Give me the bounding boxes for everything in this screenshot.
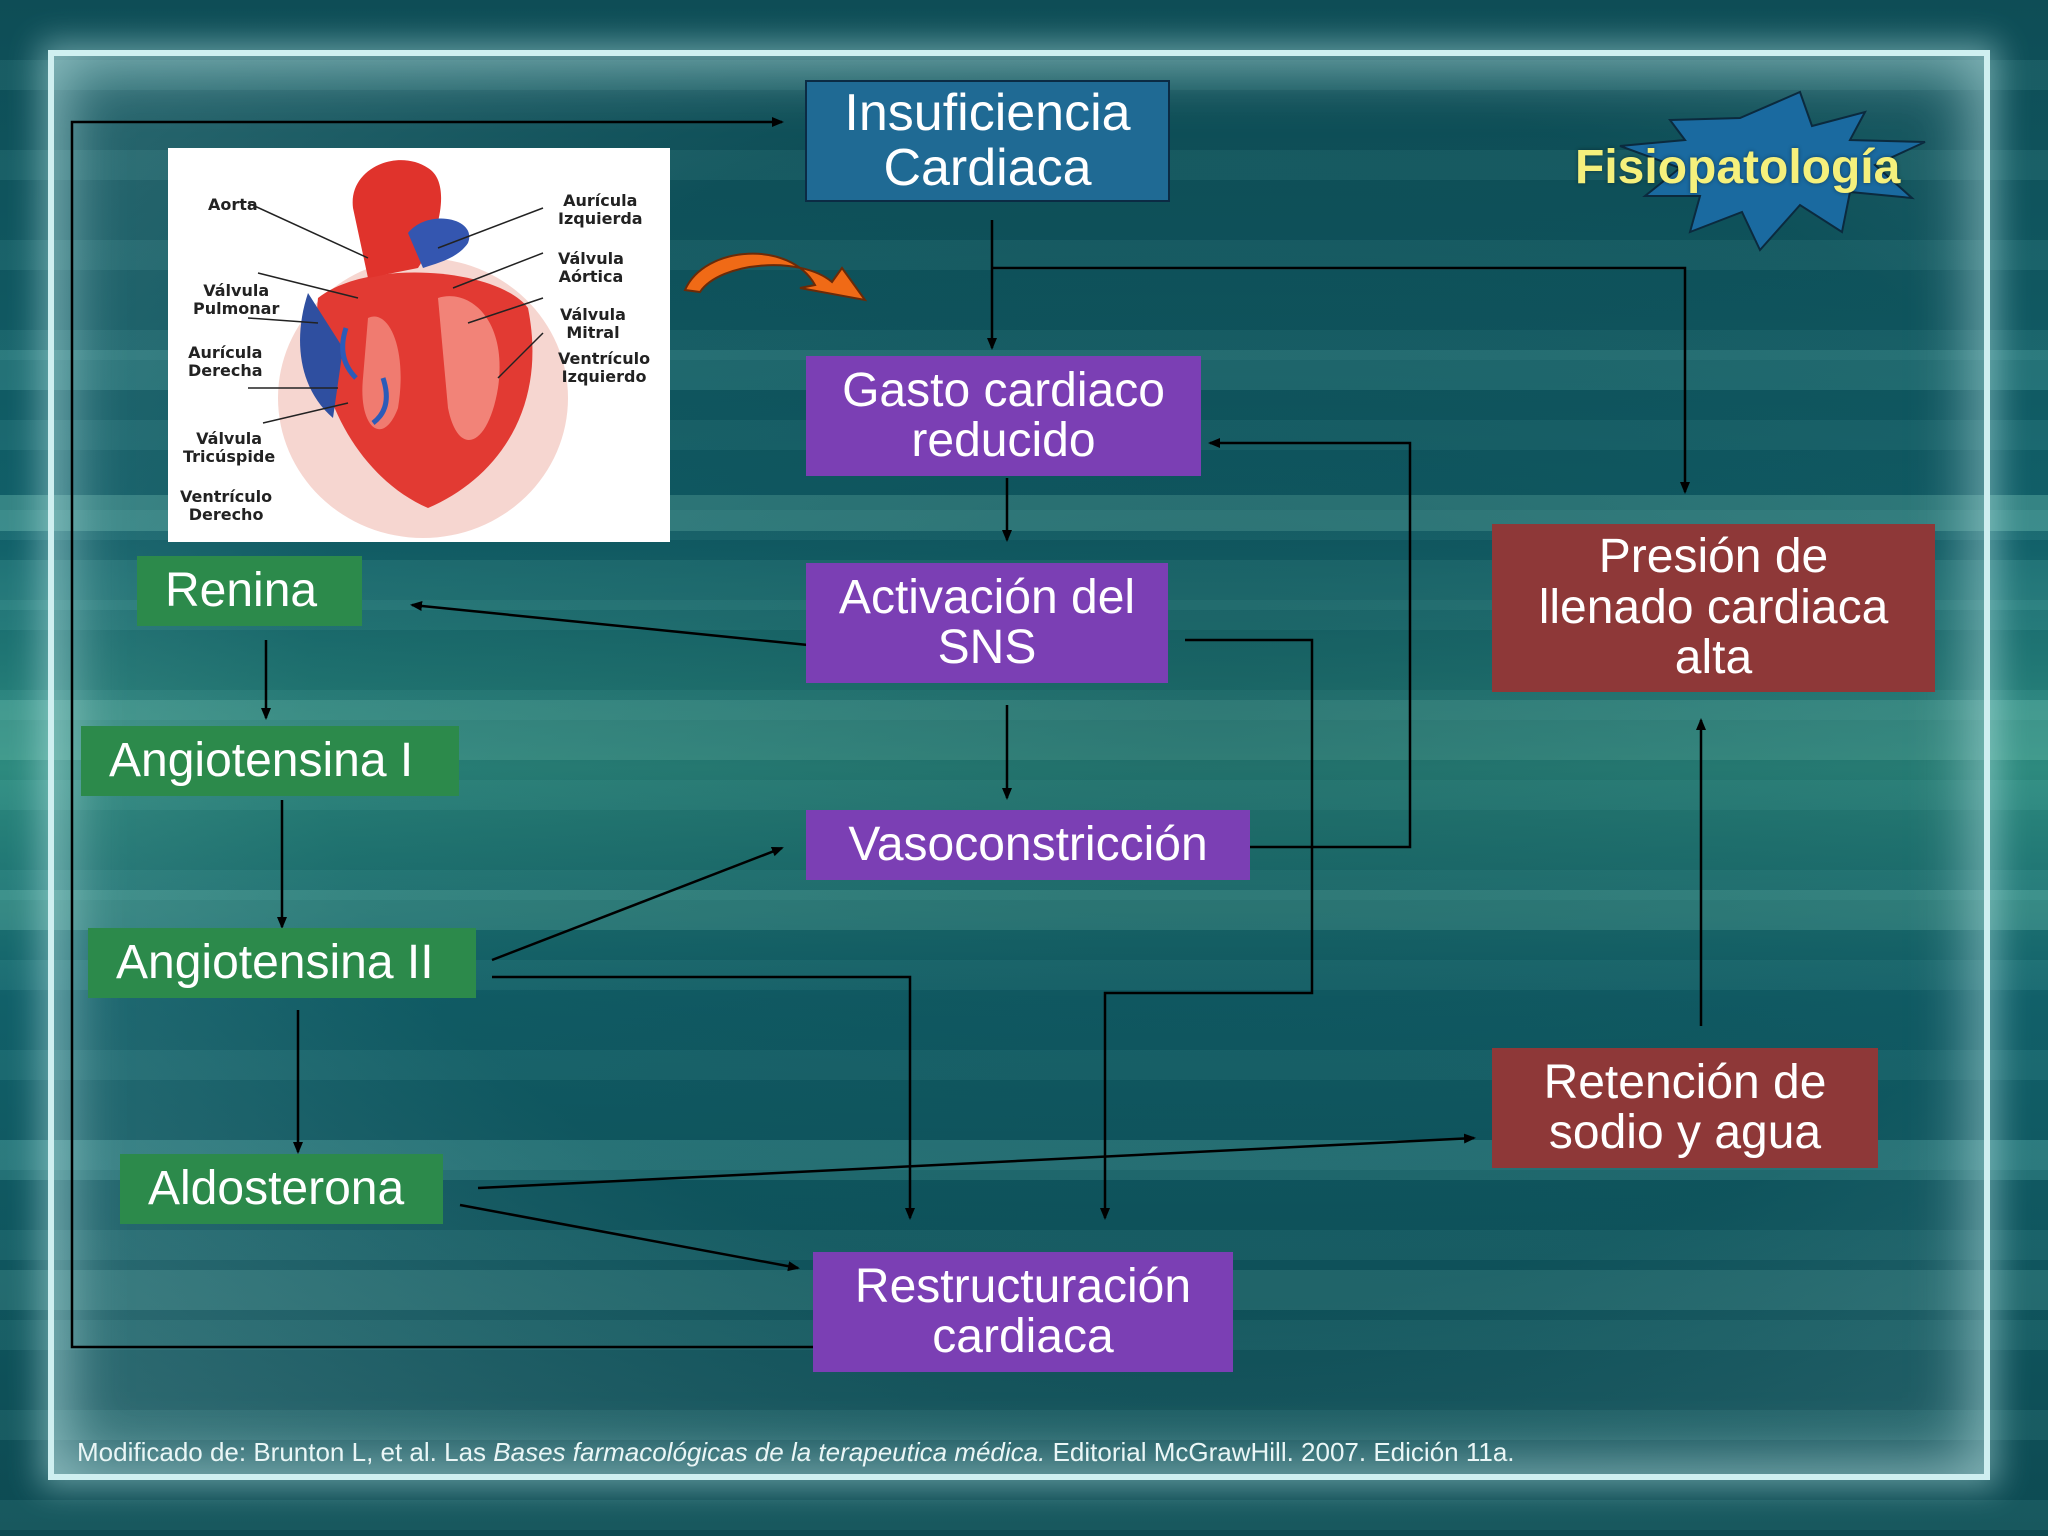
heart-label-auricula-izquierda: Aurícula Izquierda (558, 191, 643, 229)
citation-prefix: Modificado de: Brunton L, et al. Las (77, 1437, 494, 1467)
citation-suffix: Editorial McGrawHill. 2007. Edición 11a. (1045, 1437, 1515, 1467)
citation: Modificado de: Brunton L, et al. Las Bas… (77, 1437, 1515, 1468)
node-activacion-sns: Activación del SNS (806, 563, 1168, 683)
heart-label-valvula-aortica: Válvula Aórtica (558, 249, 624, 287)
node-gasto-cardiaco-reducido: Gasto cardiaco reducido (806, 356, 1201, 476)
heart-label-valvula-tricuspide: Válvula Tricúspide (183, 429, 276, 467)
node-vasoconstriccion: Vasoconstricción (806, 810, 1250, 880)
node-renina: Renina (137, 556, 362, 626)
heart-label-ventriculo-derecho: Ventrículo Derecho (180, 487, 273, 525)
node-restructuracion-cardiaca: Restructuración cardiaca (813, 1252, 1233, 1372)
node-retencion-sodio-agua: Retención de sodio y agua (1492, 1048, 1878, 1168)
heart-label-valvula-mitral: Válvula Mitral (560, 305, 626, 343)
node-presion-llenado: Presión de llenado cardiaca alta (1492, 524, 1935, 692)
slide-frame (48, 50, 1990, 1480)
slide-title: Fisiopatología (1575, 141, 1901, 194)
heart-label-auricula-derecha: Aurícula Derecha (188, 343, 263, 381)
node-angiotensina-1: Angiotensina I (81, 726, 459, 796)
heart-label-valvula-pulmonar: Válvula Pulmonar (193, 281, 280, 319)
heart-label-ventriculo-izquierdo: Ventrículo Izquierdo (558, 349, 651, 387)
heart-label-aorta: Aorta (208, 195, 258, 214)
node-angiotensina-2: Angiotensina II (88, 928, 476, 998)
citation-book-title: Bases farmacológicas de la terapeutica m… (493, 1437, 1046, 1467)
label-leader-line (247, 202, 369, 259)
node-insuficiencia-cardiaca: Insuficiencia Cardiaca (805, 80, 1170, 202)
heart-illustration: Aorta Válvula Pulmonar Aurícula Derecha … (168, 148, 670, 542)
node-aldosterona: Aldosterona (120, 1154, 443, 1224)
